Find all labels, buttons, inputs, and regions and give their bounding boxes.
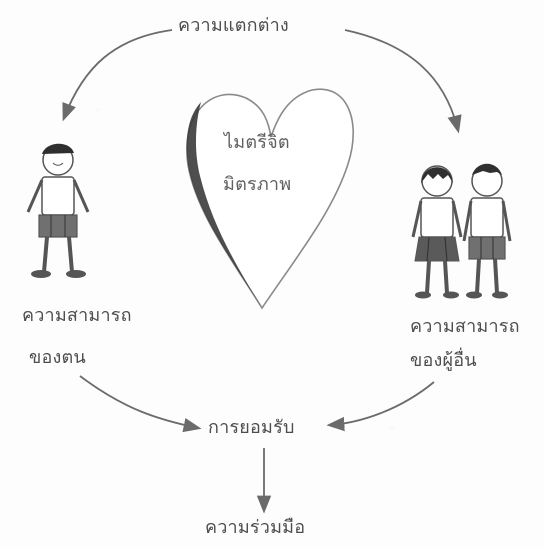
- left-label-line2: ของตน: [29, 349, 86, 367]
- right-label-line2: ของผู้อื่น: [410, 352, 477, 370]
- boy-left-illustration: [28, 144, 88, 278]
- arrow-right-middle: [330, 382, 434, 425]
- middle-label: การยอมรับ: [208, 419, 295, 437]
- heart-label-line2: มิตรภาพ: [223, 176, 291, 194]
- heart-label-line1: ไมตรีจิต: [224, 134, 290, 152]
- arrow-left-middle: [80, 376, 198, 428]
- arrow-top-left: [64, 30, 172, 118]
- arrow-top-right: [345, 30, 458, 130]
- left-label-line1: ความสามารถ: [22, 307, 132, 325]
- top-label: ความแตกต่าง: [178, 17, 289, 35]
- right-label-line1: ความสามารถ: [410, 318, 520, 336]
- bottom-label: ความร่วมมือ: [205, 519, 305, 537]
- heart-symbol: [187, 89, 354, 308]
- children-right-illustration: [413, 164, 510, 299]
